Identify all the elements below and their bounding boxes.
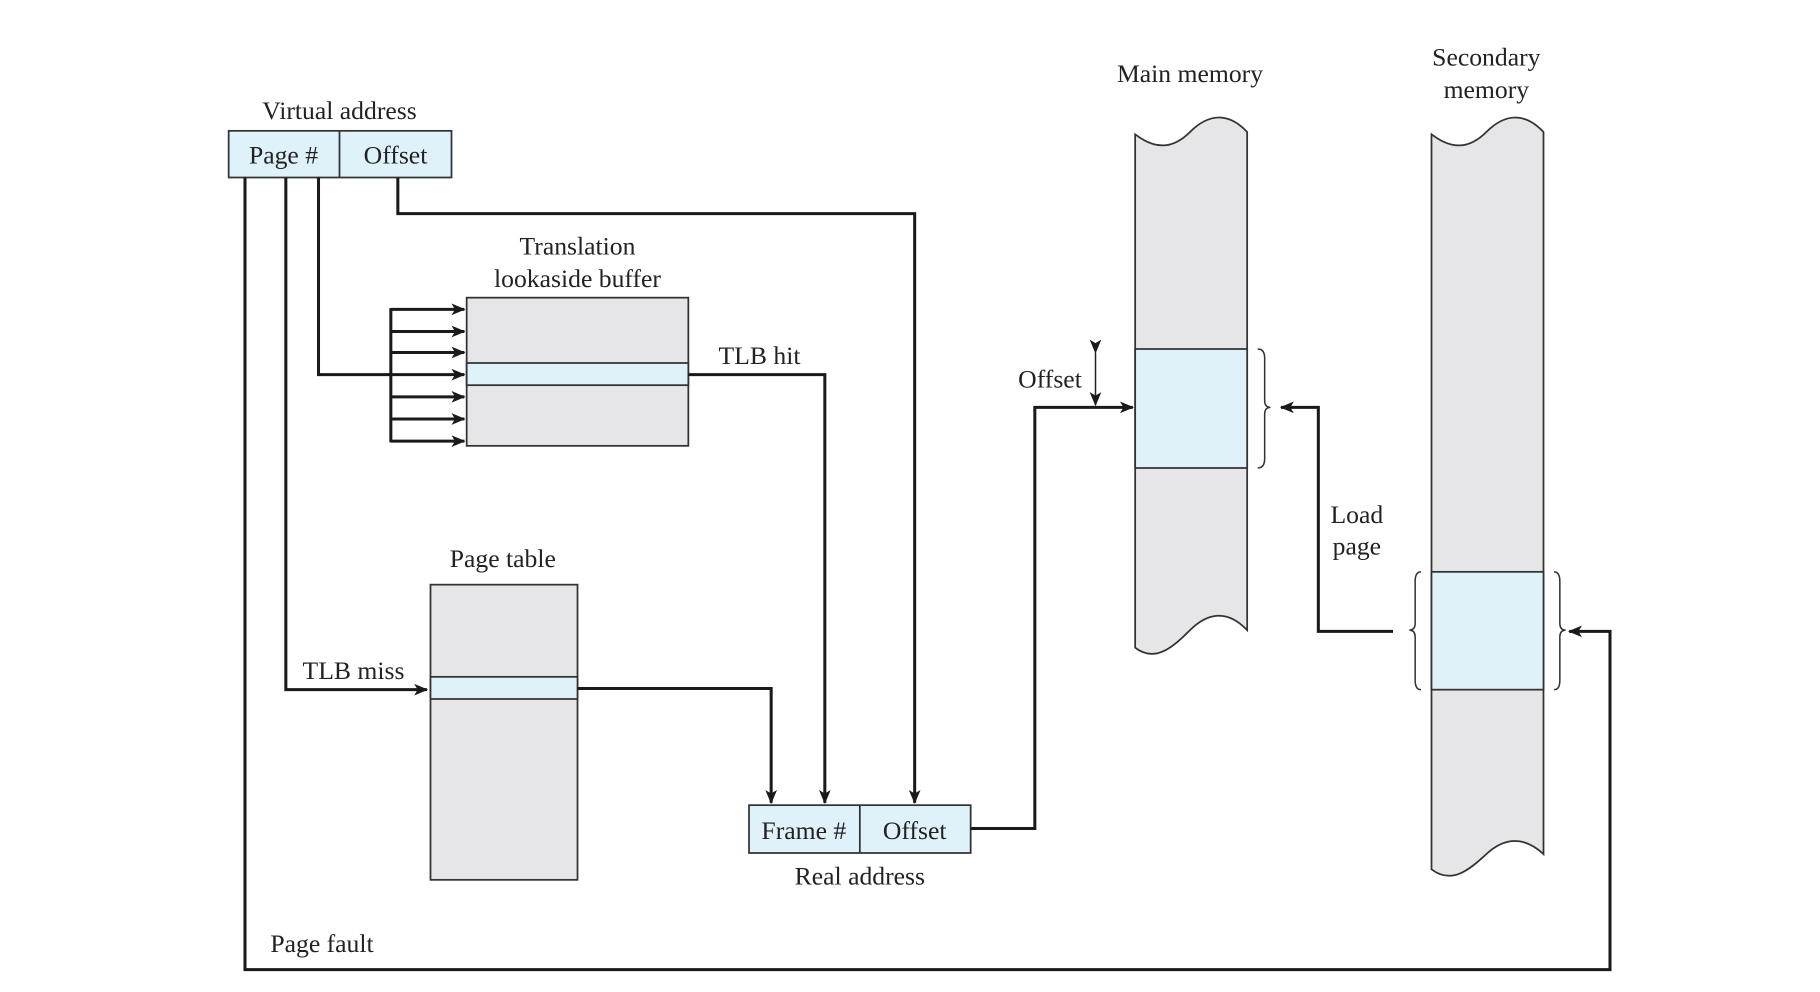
tlb: Translation lookaside buffer TLB hit (389, 231, 801, 448)
load-page-label-1: Load (1330, 500, 1383, 529)
page-number-field: Page # (249, 141, 318, 170)
real-address-to-memory-arrow (970, 401, 1135, 831)
virtual-address: Virtual address Page # Offset (227, 96, 453, 179)
tlb-entry (465, 362, 690, 387)
secondary-memory-title-2: memory (1444, 75, 1530, 104)
tlb-title-2: lookaside buffer (494, 264, 661, 293)
main-memory: Main memory Offset (1018, 59, 1271, 655)
main-memory-page (1134, 348, 1249, 469)
page-to-tlb-line (316, 177, 391, 377)
tlb-miss-label: TLB miss (303, 656, 405, 685)
secondary-left-brace (1409, 571, 1422, 691)
main-memory-brace (1257, 348, 1271, 469)
real-address-title: Real address (795, 862, 925, 891)
load-page-label-2: page (1333, 531, 1381, 560)
page-fault-label: Page fault (270, 929, 373, 958)
secondary-memory: Secondary memory Load page (1330, 42, 1566, 877)
offset-field: Offset (364, 141, 428, 170)
real-offset-field: Offset (883, 816, 947, 845)
virtual-address-title: Virtual address (262, 96, 417, 125)
tlb-hit-label: TLB hit (719, 341, 801, 370)
tlb-title-1: Translation (520, 231, 636, 260)
frame-number-field: Frame # (761, 816, 846, 845)
page-fault-arrow (243, 177, 1612, 972)
page-table-title: Page table (450, 544, 556, 573)
connectors: Page fault (243, 177, 1612, 972)
page-table: Page table TLB miss (303, 544, 579, 881)
tlb-hit-arrow (688, 373, 831, 805)
secondary-memory-page (1430, 570, 1545, 691)
page-table-box (429, 583, 579, 881)
secondary-memory-title-1: Secondary (1432, 42, 1540, 71)
page-table-frame-arrow (577, 686, 778, 805)
page-table-entry (429, 675, 579, 700)
load-page-arrow (1279, 401, 1393, 633)
secondary-right-brace (1553, 571, 1566, 691)
secondary-memory-column (1430, 116, 1545, 877)
tlb-input-arrows (390, 303, 466, 448)
tlb-miss-arrow (284, 177, 429, 696)
main-memory-offset-label: Offset (1018, 365, 1082, 394)
offset-arrow (396, 177, 921, 805)
real-address: Frame # Offset Real address (748, 804, 972, 891)
main-memory-title: Main memory (1117, 59, 1263, 88)
